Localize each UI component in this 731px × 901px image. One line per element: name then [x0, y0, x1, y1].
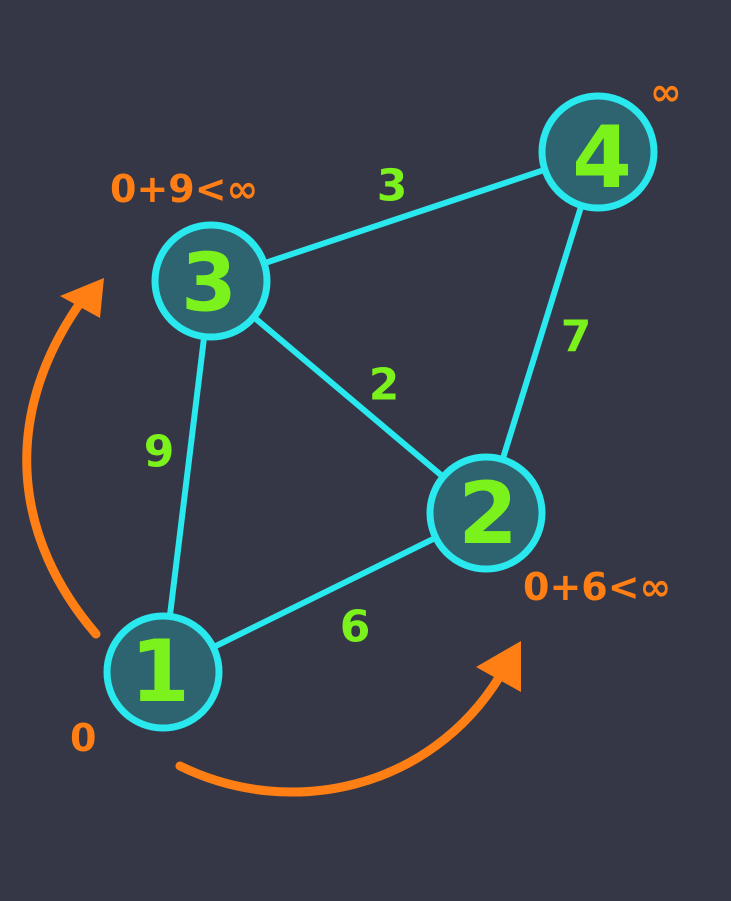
edge-2-4 — [483, 149, 601, 516]
arrow-1-to-3-head — [60, 278, 104, 318]
arrow-1-to-3-shaft — [22, 301, 101, 639]
weight-label-2-4: 7 — [561, 312, 592, 363]
node-3-label: 3 — [181, 237, 237, 330]
node-2-label: 2 — [458, 464, 518, 564]
node-2: 2 — [426, 453, 546, 573]
edge-weights: 9 6 2 3 7 — [144, 161, 592, 653]
weight-label-1-3: 9 — [144, 427, 175, 478]
node-1-circle — [103, 612, 223, 732]
distance-label-node-4: ∞ — [650, 70, 682, 114]
node-4: 4 — [538, 92, 658, 212]
node-1: 1 — [103, 612, 223, 732]
edge-1-3 — [160, 278, 214, 675]
node-3: 3 — [151, 221, 271, 341]
distance-labels: 0 0+9<∞ 0+6<∞ ∞ — [70, 70, 682, 760]
distance-label-node-2: 0+6<∞ — [523, 565, 671, 609]
arrow-1-to-3 — [22, 278, 104, 639]
weight-label-3-2: 2 — [369, 360, 400, 411]
distance-label-node-3: 0+9<∞ — [110, 167, 258, 211]
edge-3-2 — [208, 278, 489, 516]
distance-label-node-1: 0 — [70, 716, 96, 760]
edges — [160, 149, 601, 675]
arrow-1-to-2-shaft — [175, 671, 505, 797]
node-1-label: 1 — [130, 622, 190, 722]
weight-label-3-4: 3 — [377, 161, 408, 212]
arrow-1-to-2-head — [476, 641, 521, 692]
arrow-1-to-2 — [175, 641, 521, 797]
node-2-circle — [426, 453, 546, 573]
node-4-label: 4 — [572, 108, 632, 208]
edge-3-4 — [208, 149, 601, 284]
edge-1-2 — [160, 510, 489, 675]
weight-label-1-2: 6 — [340, 602, 371, 653]
node-4-circle — [538, 92, 658, 212]
node-3-circle — [151, 221, 271, 341]
